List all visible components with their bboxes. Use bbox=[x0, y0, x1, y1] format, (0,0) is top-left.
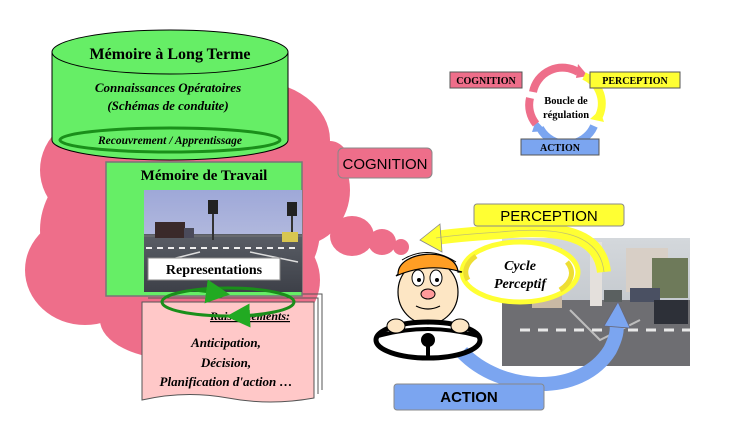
driver-character bbox=[373, 252, 483, 361]
ltm-line2: (Schémas de conduite) bbox=[107, 98, 228, 113]
action-arrow: ACTION bbox=[393, 301, 631, 411]
cycle-line1: Cycle bbox=[504, 259, 536, 274]
recovery-loop bbox=[58, 126, 282, 154]
small-perception-label: PERCEPTION bbox=[602, 76, 668, 87]
working-memory-box: Mémoire de Travail Representations bbox=[105, 161, 303, 328]
small-action-label: ACTION bbox=[540, 143, 581, 154]
regulation-loop: COGNITION PERCEPTION ACTION Boucle de ré… bbox=[449, 63, 681, 156]
reasoning-line2: Décision, bbox=[200, 355, 251, 370]
ltm-recovery: Recouvrement / Apprentissage bbox=[97, 135, 242, 147]
reasoning-line1: Anticipation, bbox=[190, 335, 261, 350]
cycle-line2: Perceptif bbox=[494, 277, 547, 292]
reasoning-line3: Planification d'action … bbox=[160, 374, 293, 389]
perception-label: PERCEPTION bbox=[500, 208, 598, 225]
wm-title: Mémoire de Travail bbox=[141, 168, 268, 184]
ltm-title: Mémoire à Long Terme bbox=[89, 46, 250, 63]
perceptive-cycle: Cycle Perceptif bbox=[459, 239, 581, 305]
reasoning-document: Raisonnements: Anticipation, Décision, P… bbox=[141, 293, 323, 403]
long-term-memory-cylinder: Mémoire à Long Terme Connaissances Opéra… bbox=[51, 29, 289, 161]
wm-representations: Representations bbox=[166, 263, 263, 278]
small-center-line1: Boucle de bbox=[544, 96, 588, 107]
small-center-line2: régulation bbox=[543, 110, 589, 121]
perception-arrow: PERCEPTION bbox=[419, 203, 625, 274]
cognition-label: COGNITION bbox=[343, 156, 428, 173]
action-label: ACTION bbox=[440, 389, 498, 406]
ltm-line1: Connaissances Opératoires bbox=[95, 80, 241, 95]
cognition-label-box: COGNITION bbox=[337, 147, 433, 179]
small-cognition-label: COGNITION bbox=[456, 76, 516, 87]
